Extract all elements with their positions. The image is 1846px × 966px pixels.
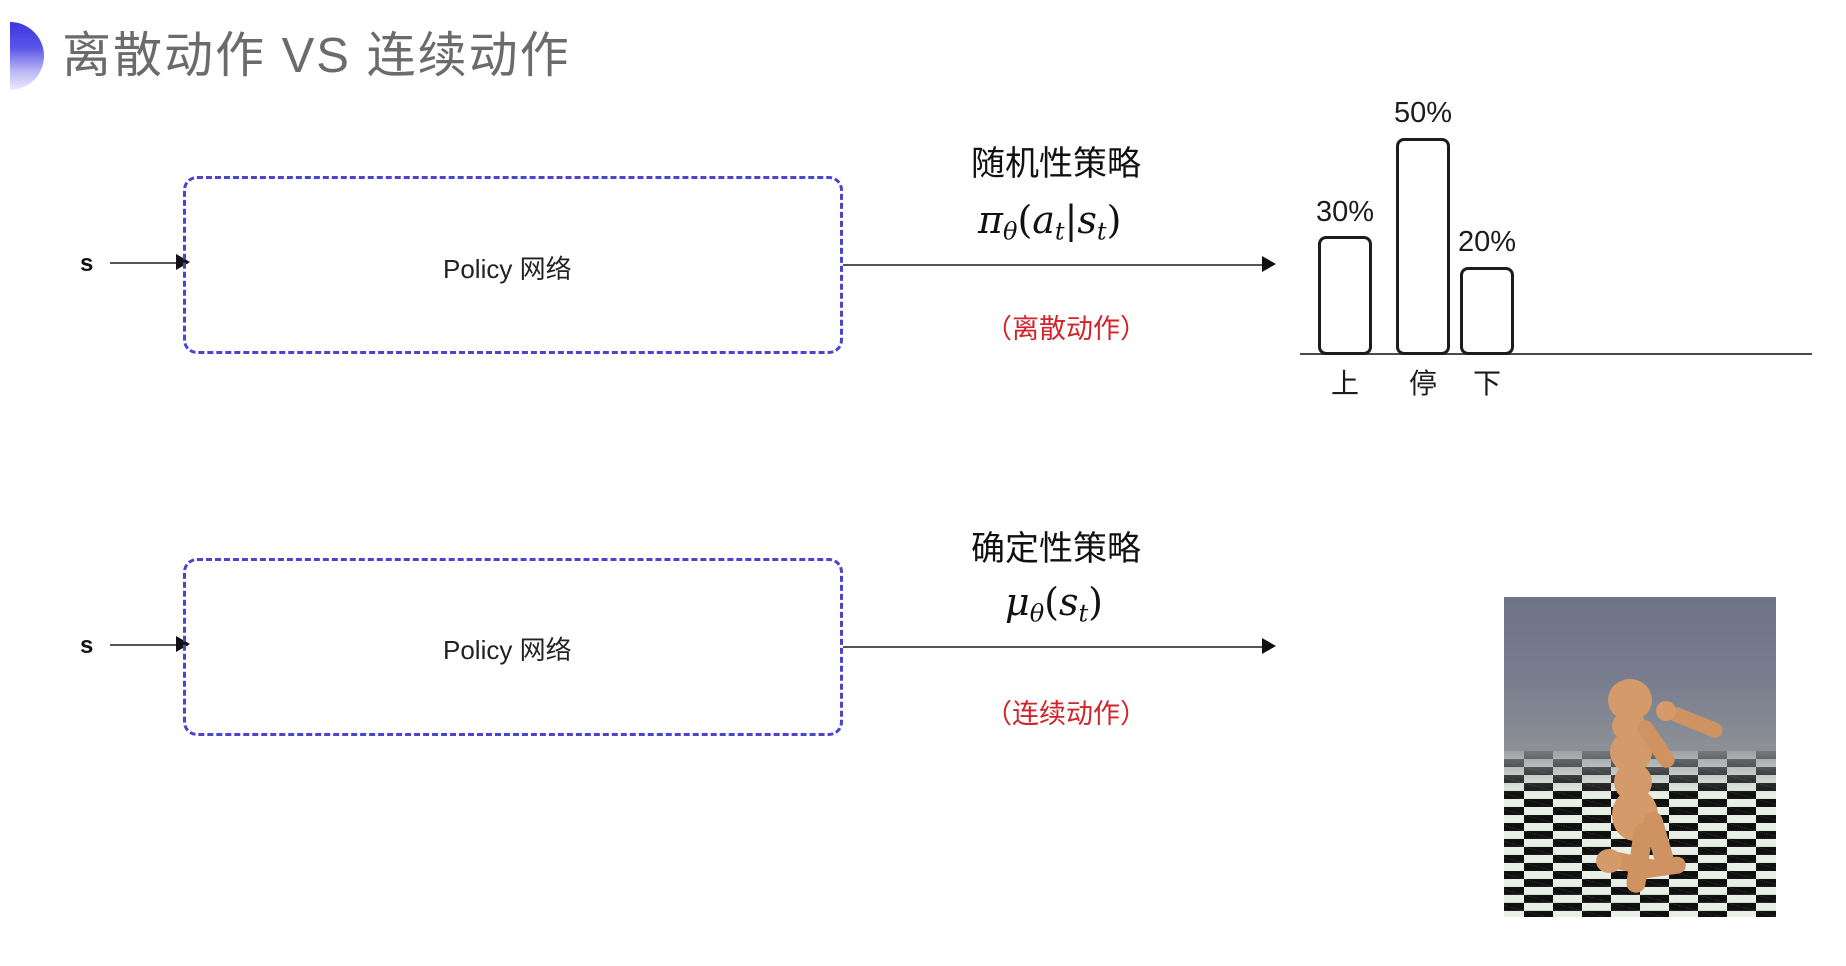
- formula-open-paren: (: [1017, 198, 1033, 242]
- input-arrow-line-discrete: [110, 262, 188, 264]
- page-title: 离散动作 VS 连续动作: [62, 29, 571, 83]
- formula-pi: π: [978, 198, 1003, 242]
- bar-value-label-2: 20%: [1457, 226, 1517, 258]
- formula-action: a: [1032, 198, 1055, 242]
- title-bullet-icon: [10, 22, 44, 90]
- bar-1: [1396, 138, 1450, 355]
- policy-network-box-discrete[interactable]: [183, 176, 843, 354]
- policy-type-label-deterministic: 确定性策略: [971, 530, 1141, 568]
- humanoid-foot: [1596, 849, 1622, 873]
- input-arrow-line-continuous: [110, 644, 188, 646]
- input-state-label-continuous: s: [80, 632, 94, 659]
- policy-type-label-stochastic: 随机性策略: [971, 145, 1141, 183]
- formula-close-paren: ): [1106, 198, 1122, 242]
- formula-stochastic-policy: πθ(at|st): [978, 198, 1121, 246]
- formula-close-paren-2: ): [1088, 580, 1103, 624]
- output-arrow-head-continuous: [1262, 638, 1276, 654]
- formula-theta: θ: [1002, 217, 1018, 246]
- bar-value-label-0: 30%: [1315, 196, 1375, 228]
- action-probability-bar-chart: 30% 上 50% 停 20% 下: [1300, 97, 1812, 399]
- chart-baseline-axis: [1300, 353, 1812, 355]
- output-arrow-line-continuous: [843, 646, 1273, 648]
- formula-state-2: s: [1058, 580, 1079, 624]
- policy-network-label-continuous: Policy 网络: [443, 635, 572, 665]
- formula-deterministic-policy: μθ(st): [1005, 580, 1103, 628]
- humanoid-hand: [1656, 701, 1676, 721]
- formula-state-sub-2: t: [1078, 599, 1089, 628]
- formula-state: s: [1077, 198, 1097, 242]
- bar-value-label-1: 50%: [1393, 97, 1453, 129]
- humanoid-simulation-image: [1504, 597, 1776, 917]
- formula-pipe: |: [1064, 198, 1078, 242]
- input-state-label-discrete: s: [80, 250, 94, 277]
- policy-network-box-continuous[interactable]: [183, 558, 843, 736]
- formula-open-paren-2: (: [1044, 580, 1059, 624]
- bar-2: [1460, 267, 1514, 355]
- action-type-tag-continuous: （连续动作）: [985, 699, 1147, 729]
- formula-theta-2: θ: [1029, 599, 1045, 628]
- output-arrow-head-discrete: [1262, 256, 1276, 272]
- output-arrow-line-discrete: [843, 264, 1273, 266]
- bar-category-label-1: 停: [1408, 368, 1437, 399]
- formula-mu: μ: [1005, 580, 1030, 624]
- formula-action-sub: t: [1054, 217, 1065, 246]
- bar-category-label-0: 上: [1330, 368, 1359, 399]
- formula-state-sub: t: [1096, 217, 1107, 246]
- policy-network-label-discrete: Policy 网络: [443, 254, 572, 284]
- action-type-tag-discrete: （离散动作）: [985, 314, 1147, 344]
- bar-0: [1318, 236, 1372, 355]
- bar-category-label-2: 下: [1472, 368, 1501, 399]
